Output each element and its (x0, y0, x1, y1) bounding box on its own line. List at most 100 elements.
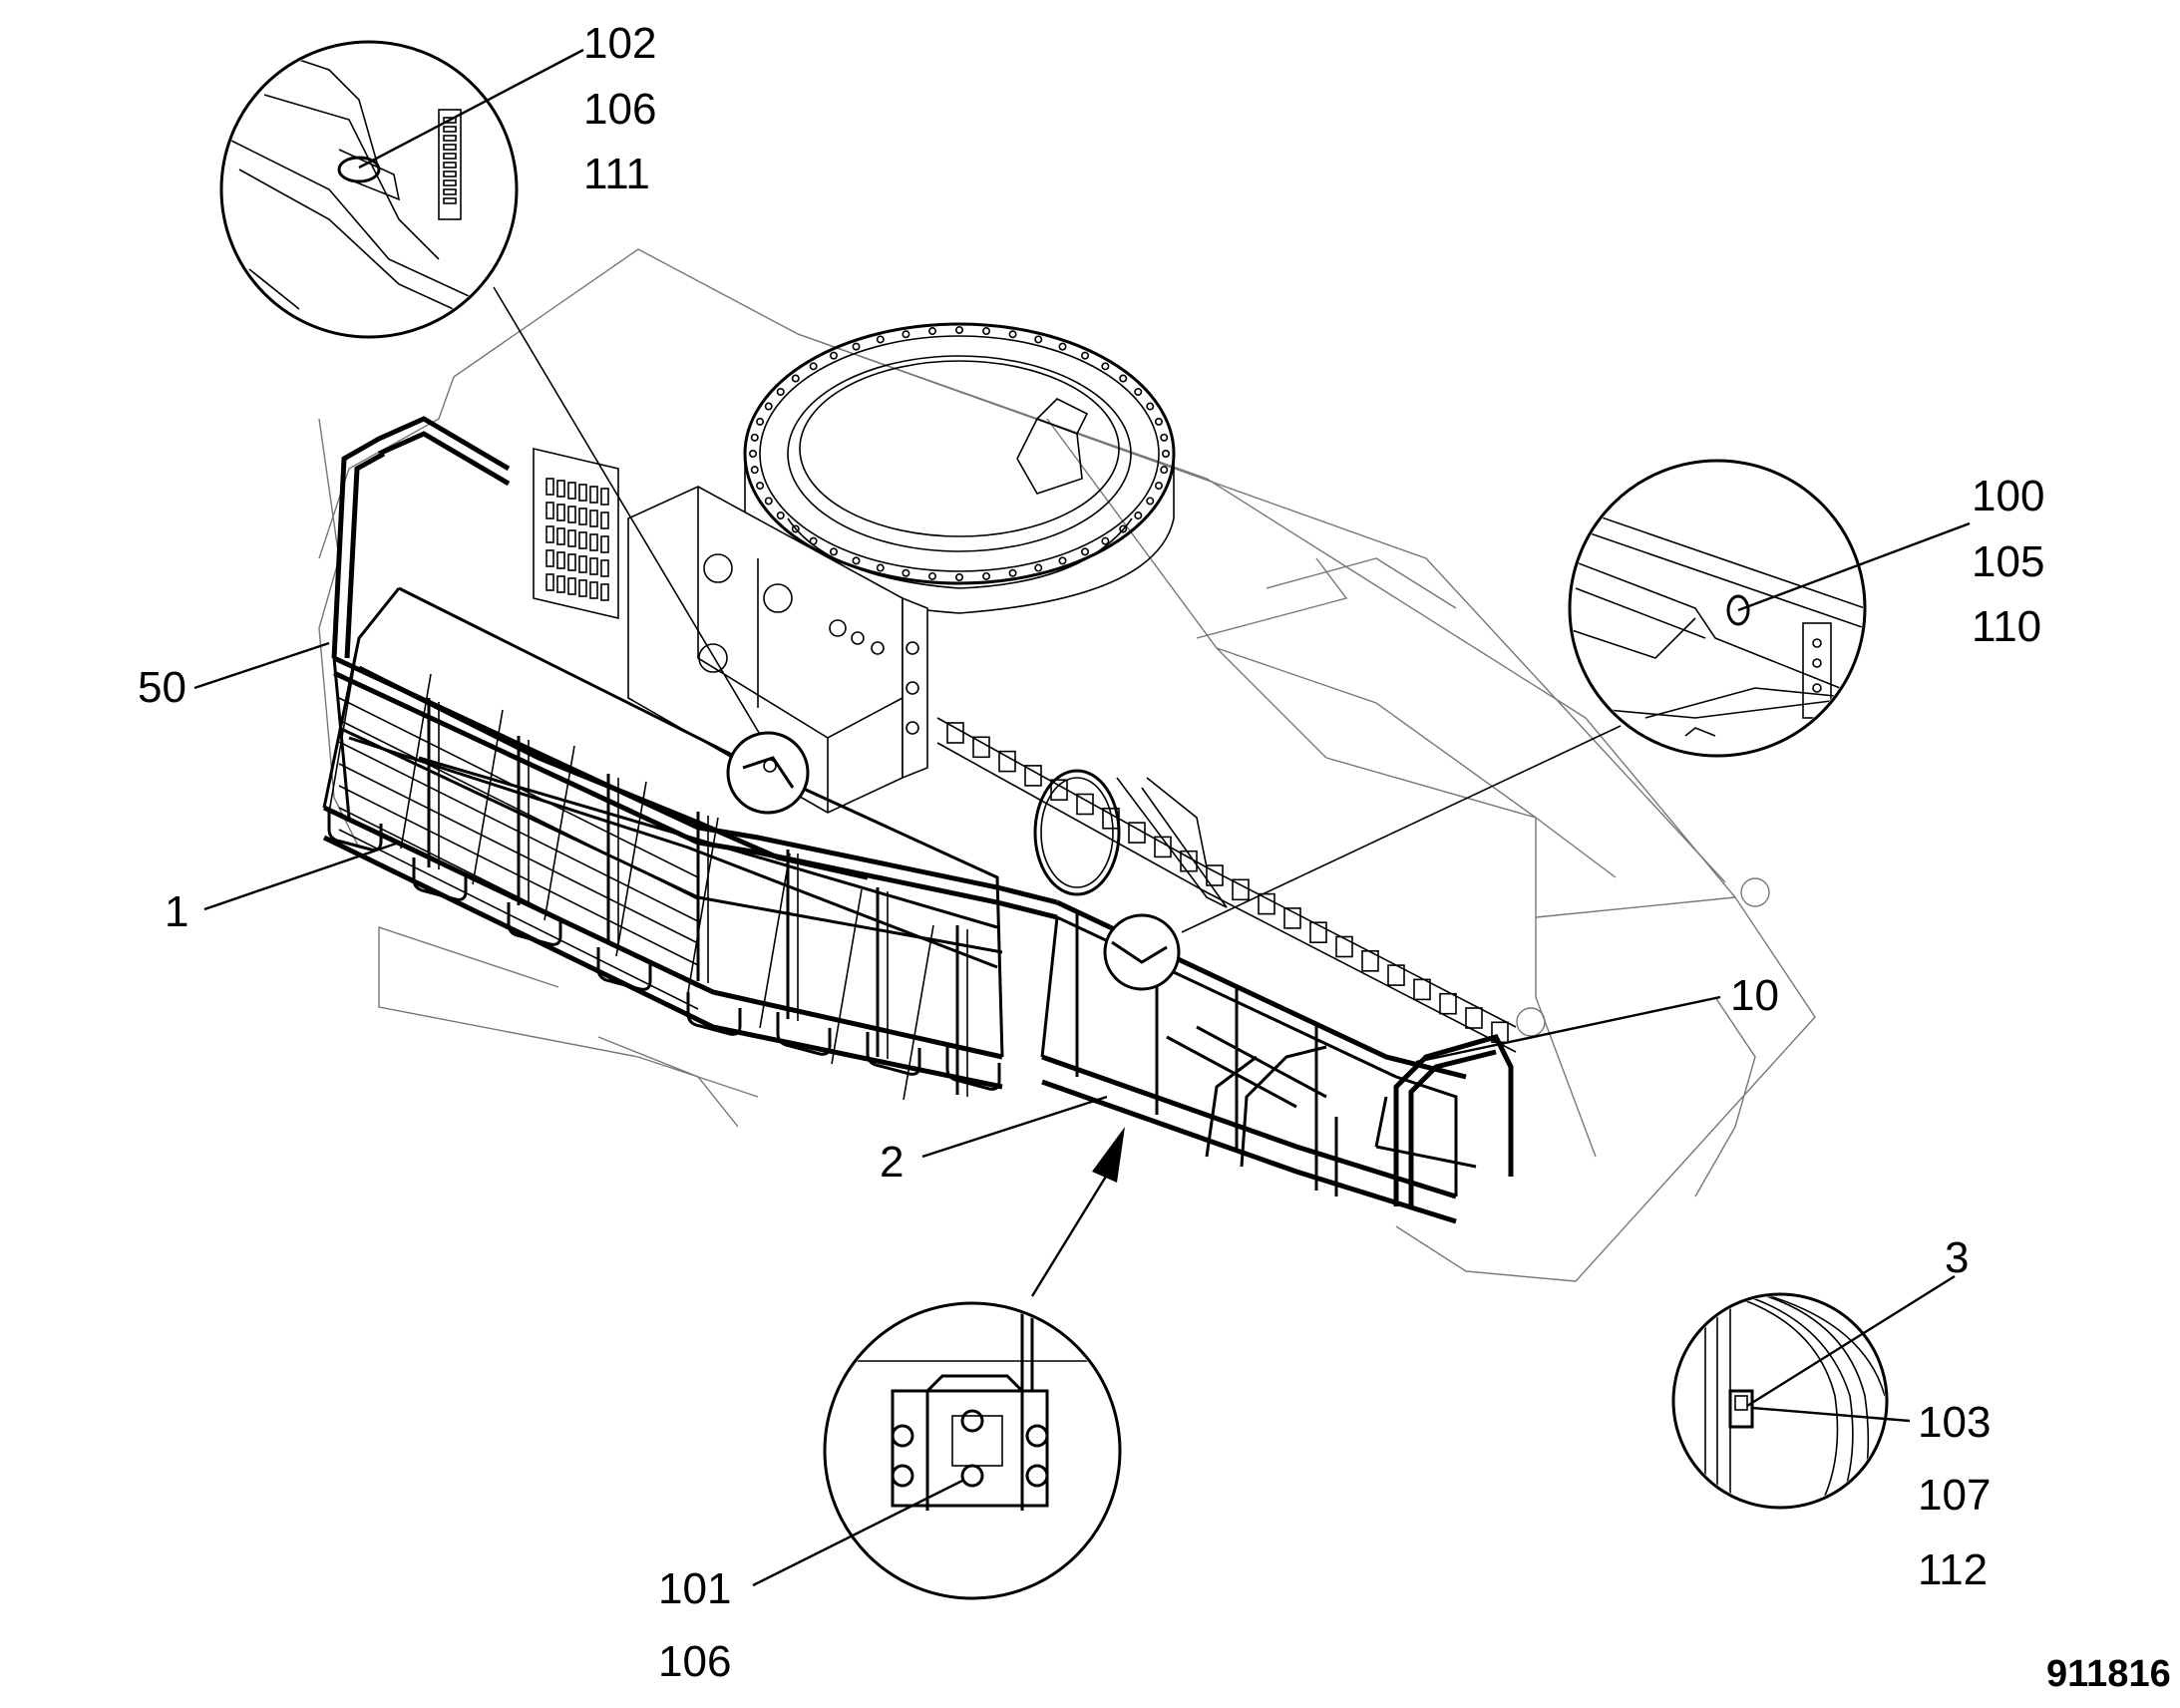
terminal (567, 529, 576, 547)
ladder-rung (1232, 878, 1250, 901)
terminal (545, 502, 554, 519)
terminal (545, 478, 554, 496)
bolt (1025, 1464, 1049, 1488)
bolt (1025, 1424, 1049, 1448)
bolt-hole (1119, 374, 1128, 383)
bolt-hole (902, 330, 910, 339)
terminal (589, 510, 598, 527)
bolt-hole (750, 433, 759, 442)
terminal (578, 508, 587, 525)
bolt-holes (748, 325, 1171, 581)
callout-106-top: 106 (583, 85, 657, 134)
bolt-hole (750, 466, 759, 475)
floor-bracket (412, 857, 468, 901)
terminal (589, 486, 598, 504)
callout-50: 50 (138, 663, 186, 712)
bolt (960, 1409, 984, 1433)
slot (443, 179, 457, 186)
ladder-rung (1128, 822, 1146, 844)
bolt-hole (1154, 417, 1163, 426)
bolt-hole (876, 335, 885, 344)
callout-100: 100 (1972, 472, 2045, 520)
bolt-hole (1101, 362, 1110, 371)
callout-105: 105 (1972, 537, 2045, 586)
bolt-hole (954, 572, 963, 581)
callout-106-bottom: 106 (658, 1637, 732, 1686)
terminal (600, 559, 609, 577)
grating-bar (759, 853, 791, 1029)
bolt-hole (764, 497, 773, 506)
bolt-hole (764, 402, 773, 411)
bolt-hole (1058, 342, 1067, 351)
bolt-hole (1160, 433, 1169, 442)
slot (443, 197, 457, 204)
ladder-rung (1050, 779, 1068, 802)
terminal (556, 575, 565, 593)
floor-bracket (686, 992, 742, 1036)
bolt-hole (1058, 556, 1067, 565)
terminal (556, 504, 565, 521)
terminal (578, 531, 587, 549)
detailA-slots (443, 117, 457, 204)
bearing-ring (743, 322, 1176, 614)
terminal (600, 583, 609, 601)
terminal (567, 506, 576, 523)
terminal (556, 527, 565, 545)
floor-bracket (866, 1032, 921, 1076)
cable-ladders (936, 717, 1517, 1053)
bolt-hole (1134, 511, 1143, 519)
bolt-hole (982, 327, 991, 336)
ladder-rung (1024, 765, 1042, 787)
ladder-rung (1335, 935, 1353, 958)
slot (443, 171, 457, 177)
terminal (600, 535, 609, 553)
bolt-hole (1101, 536, 1110, 545)
slot (443, 162, 457, 169)
bolt-hole (1034, 335, 1043, 344)
leader-lines (193, 48, 1971, 1587)
slot (443, 135, 457, 142)
terminal (545, 549, 554, 567)
detailC-bolts (891, 1409, 1049, 1488)
ladder-rung (1361, 949, 1379, 972)
callout-1: 1 (165, 887, 189, 936)
floor-bracket (945, 1047, 1001, 1091)
bolt-hole (776, 511, 785, 519)
rail-posts (427, 698, 968, 1097)
floor-bracket (776, 1012, 832, 1056)
terminal (600, 512, 609, 529)
bolt (891, 1464, 914, 1488)
bolt-hole (829, 351, 838, 360)
terminal (578, 579, 587, 597)
bolt-hole (1146, 402, 1155, 411)
grating-bar (903, 924, 934, 1101)
bolt-hole (1008, 568, 1017, 577)
bolt-hole (776, 387, 785, 396)
ladder-rung (1465, 1007, 1483, 1029)
detail-circle-right (1181, 459, 1867, 933)
callout-10: 10 (1730, 971, 1779, 1020)
control-cabinets (533, 447, 928, 814)
slot (443, 153, 457, 160)
bolt-hole (1146, 497, 1155, 506)
handrails (331, 416, 1058, 1097)
slot (443, 126, 457, 133)
ladder-rung (1387, 964, 1405, 986)
terminal (567, 577, 576, 595)
terminal (578, 484, 587, 502)
ladder-rung (998, 750, 1016, 773)
terminal (545, 573, 554, 591)
ladder-rung (1258, 892, 1275, 915)
bolt-hole (927, 327, 936, 336)
bolt-hole (1160, 466, 1169, 475)
callout-112: 112 (1918, 1545, 1989, 1594)
drawing-number: 911816 (2046, 1653, 2171, 1695)
ladder-rung (1076, 793, 1094, 816)
terminal-rows (545, 478, 609, 601)
bolt-hole (1154, 482, 1163, 491)
callout-2: 2 (880, 1138, 905, 1187)
terminal (600, 488, 609, 506)
terminal (589, 533, 598, 551)
bolt-hole (756, 417, 765, 426)
